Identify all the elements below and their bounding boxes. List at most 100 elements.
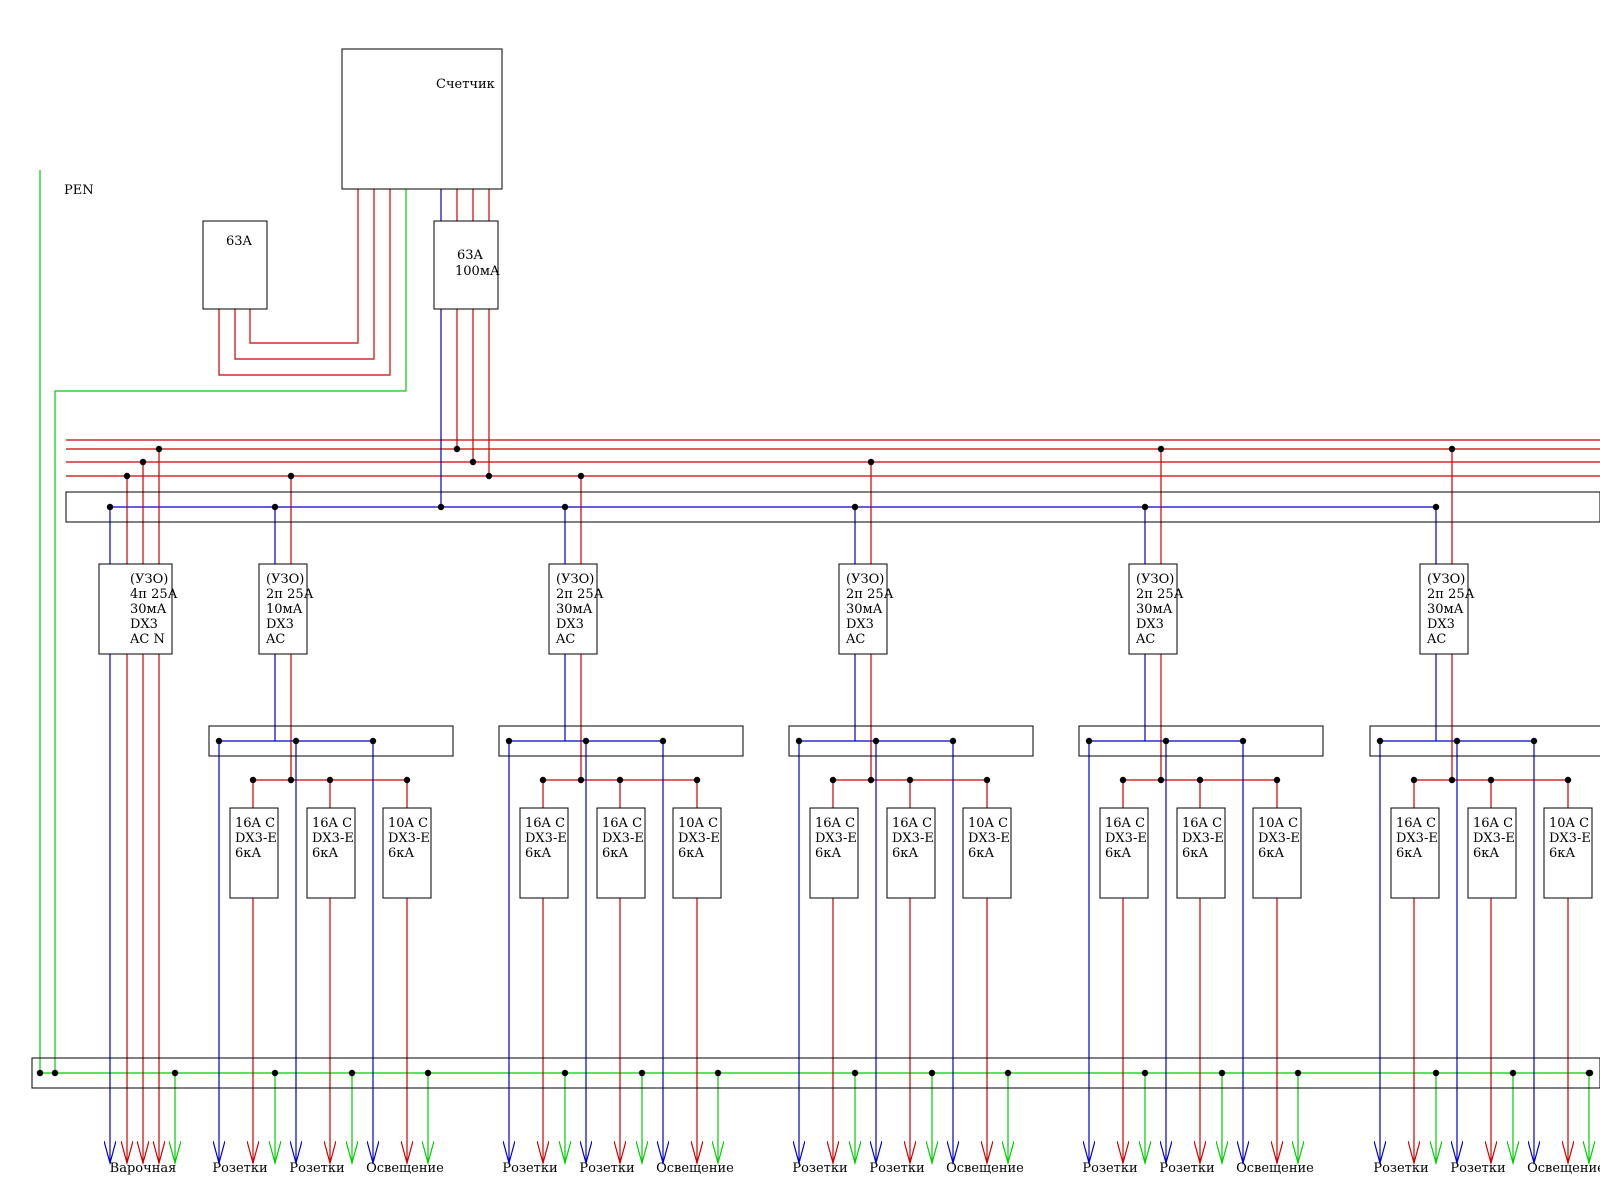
junction-dot [453,445,461,453]
junction-dot [469,458,477,466]
circuit-breaker-line: 6кА [235,846,261,861]
group-rcd-line: AC [555,632,575,647]
junction-dot [139,458,147,466]
group-rcd-line: 2п 25А [1427,587,1475,602]
junction-dot [123,472,131,480]
meter-to-breaker-wire [234,189,375,360]
circuit-breaker-line: DX3-E [1105,831,1147,846]
group-rcd-line: (УЗО) [556,572,594,587]
junction-dot [1157,445,1165,453]
circuit-breaker-line: 16A C [525,816,565,831]
junction-dot [1410,776,1418,784]
group-neutral-busbar [1369,725,1600,757]
junction-dot [1453,737,1461,745]
junction-dot [1273,776,1281,784]
junction-dot [582,737,590,745]
junction-dot [928,1069,936,1077]
circuit-breaker-line: DX3-E [312,831,354,846]
group-rcd-line: 30мА [556,602,593,617]
group-rcd-line: DX3 [846,617,874,632]
main-breaker-label: 63A [226,234,253,249]
junction-dot [171,1069,179,1077]
output-label-socket: Розетки [869,1161,924,1176]
junction-dot [1564,776,1572,784]
junction-dot [561,503,569,511]
circuit-breaker-line: 10A C [678,816,718,831]
junction-dot [1294,1069,1302,1077]
cooker-rcd-line: AC N [129,632,165,647]
circuit-breaker-line: 6кА [1182,846,1208,861]
junction-dot [1376,737,1384,745]
group-rcd-line: DX3 [1427,617,1455,632]
circuit-breaker-line: 6кА [968,846,994,861]
junction-dot [36,1069,44,1077]
junction-dot [1119,776,1127,784]
meter-label: Счетчик [436,77,495,92]
junctions-layer [36,445,1594,1077]
circuit-breaker-line: 16A C [1396,816,1436,831]
group-neutral-busbar [1078,725,1324,757]
circuit-breaker-line: 6кА [1396,846,1422,861]
junction-dot [539,776,547,784]
group-rcd-line: 2п 25А [266,587,314,602]
group-rcd-line: (УЗО) [846,572,884,587]
junction-dot [106,503,114,511]
cooker-rcd-line: 30мА [130,602,167,617]
junction-dot [249,776,257,784]
group-rcd-line: 2п 25А [556,587,604,602]
junction-dot [1141,503,1149,511]
output-label-socket: Розетки [792,1161,847,1176]
circuit-breaker-line: DX3-E [1182,831,1224,846]
circuit-breaker-line: 16A C [1473,816,1513,831]
output-label-lighting: Освещение [1527,1161,1600,1176]
cooker-rcd-line: 4п 25А [130,587,178,602]
earth-busbar [31,1057,1600,1089]
circuit-breaker-line: 16A C [892,816,932,831]
junction-dot [851,1069,859,1077]
output-label-lighting: Освещение [946,1161,1024,1176]
group-rcd-line: 30мА [846,602,883,617]
output-label-socket: Розетки [1373,1161,1428,1176]
circuit-breaker-line: DX3-E [1258,831,1300,846]
circuit-breaker-line: 10A C [968,816,1008,831]
output-label-socket: Розетки [1082,1161,1137,1176]
pen-label: PEN [64,183,94,198]
circuit-breaker-line: 6кА [1105,846,1131,861]
meter-box: Счетчик [341,48,503,190]
junction-dot [1509,1069,1517,1077]
group-rcd-line: 10мА [266,602,303,617]
group-rcd-line: DX3 [1136,617,1164,632]
junction-dot [1530,737,1538,745]
junction-dot [155,445,163,453]
circuit-breaker-line: DX3-E [525,831,567,846]
group-rcd-line: DX3 [556,617,584,632]
junction-dot [287,472,295,480]
circuit-breaker-line: 6кА [1549,846,1575,861]
junction-dot [505,737,513,745]
output-label-socket: Розетки [289,1161,344,1176]
pen-wire [54,189,407,1073]
circuit-breaker-line: DX3-E [388,831,430,846]
group-rcd-line: AC [265,632,285,647]
junction-dot [1239,737,1247,745]
output-label-socket: Розетки [579,1161,634,1176]
circuit-breaker-line: 16A C [1105,816,1145,831]
junction-dot [485,472,493,480]
junction-dot [577,776,585,784]
output-label-lighting: Освещение [656,1161,734,1176]
output-label-socket: Розетки [1450,1161,1505,1176]
group-rcd-line: AC [845,632,865,647]
junction-dot [659,737,667,745]
